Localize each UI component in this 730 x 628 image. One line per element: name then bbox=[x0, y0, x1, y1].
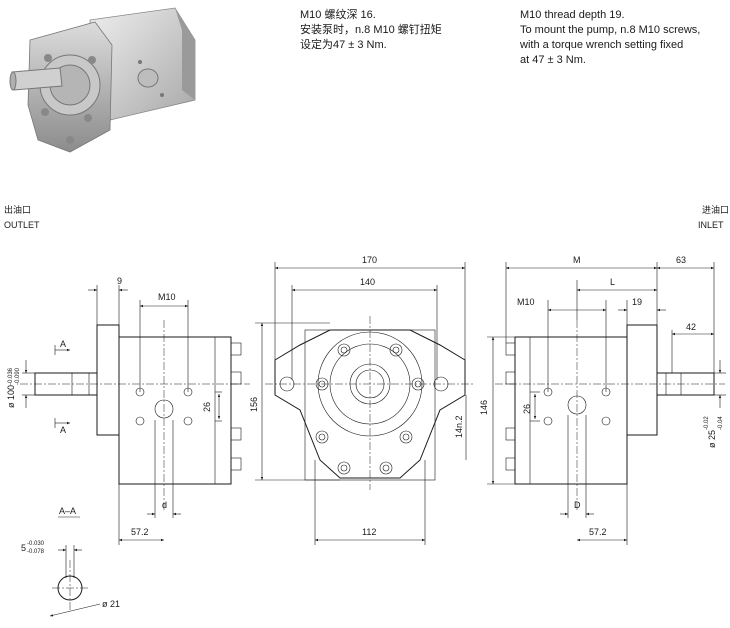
dim-right-shaft-tol-upper: -0.02 bbox=[704, 416, 710, 430]
note-chinese: M10 螺纹深 16. 安装泵时，n.8 M10 螺钉扭矩 设定为47 ± 3 … bbox=[300, 8, 442, 53]
dim-right-26: 26 bbox=[522, 404, 532, 414]
dim-right-63: 63 bbox=[676, 255, 686, 265]
dim-right-146: 146 bbox=[479, 400, 489, 415]
outlet-label-cn: 出油口 bbox=[4, 205, 32, 215]
pump-render-image bbox=[9, 7, 196, 153]
front-view: 170 140 156 14n.2 112 bbox=[249, 255, 475, 545]
dim-key-tol-lower: -0.078 bbox=[27, 549, 45, 555]
left-body bbox=[118, 336, 232, 485]
dim-key-tol-upper: -0.030 bbox=[27, 541, 45, 547]
note-en-line-2: To mount the pump, n.8 M10 screws, bbox=[520, 24, 701, 36]
dim-right-shaft-tol-lower: -0.04 bbox=[718, 416, 724, 430]
dim-front-140: 140 bbox=[360, 277, 375, 287]
dim-front-112: 112 bbox=[362, 527, 376, 537]
note-cn-line-1: M10 螺纹深 16. bbox=[300, 9, 376, 21]
dim-key-dia: ø 21 bbox=[102, 599, 120, 609]
right-view: M 63 L M10 19 42 146 26 ø 25 -0.02 -0.04… bbox=[479, 255, 726, 545]
section-aa-label: A–A bbox=[59, 506, 76, 516]
left-view: 9 M10 26 ø 100 -0.036 -0.090 A A d 57.2 bbox=[6, 276, 250, 545]
dim-front-156: 156 bbox=[249, 397, 259, 412]
dim-right-d: D bbox=[574, 500, 581, 510]
dim-right-m10: M10 bbox=[517, 297, 535, 307]
note-english: M10 thread depth 19. To mount the pump, … bbox=[520, 8, 700, 68]
section-a-bottom: A bbox=[60, 425, 66, 435]
left-port-circle bbox=[154, 399, 174, 419]
dim-left-26: 26 bbox=[202, 402, 212, 412]
inlet-label-cn: 进油口 bbox=[702, 205, 730, 215]
dim-key-width: 5 bbox=[21, 543, 26, 553]
section-a-top: A bbox=[60, 339, 66, 349]
inlet-label-en: INLET bbox=[698, 220, 724, 230]
outlet-label-en: OUTLET bbox=[4, 220, 40, 230]
dim-right-m: M bbox=[573, 255, 581, 265]
right-body bbox=[514, 336, 628, 485]
dim-front-170: 170 bbox=[362, 255, 377, 265]
note-en-line-3: with a torque wrench setting fixed bbox=[520, 39, 684, 51]
dim-left-shaft-dia: ø 100 bbox=[6, 385, 16, 408]
dim-left-m10: M10 bbox=[158, 292, 176, 302]
left-flange bbox=[96, 324, 120, 436]
section-aa-view: A–A 5 -0.030 -0.078 ø 21 bbox=[21, 506, 120, 617]
dim-right-57-2: 57.2 bbox=[589, 527, 607, 537]
dim-left-shaft-tol-lower: -0.090 bbox=[15, 367, 21, 385]
dim-left-9: 9 bbox=[117, 276, 122, 286]
dim-left-57-2: 57.2 bbox=[131, 527, 149, 537]
dim-right-42: 42 bbox=[686, 322, 696, 332]
dim-front-14n2: 14n.2 bbox=[454, 415, 464, 438]
dim-right-19: 19 bbox=[632, 297, 642, 307]
dim-left-d: d bbox=[162, 500, 167, 510]
right-flange bbox=[626, 324, 658, 436]
right-port-circle bbox=[567, 395, 587, 415]
dim-right-l: L bbox=[610, 277, 615, 287]
note-en-line-4: at 47 ± 3 Nm. bbox=[520, 54, 586, 66]
dim-right-shaft-dia: ø 25 bbox=[707, 430, 717, 448]
note-cn-line-2: 安装泵时，n.8 M10 螺钉扭矩 bbox=[300, 24, 442, 36]
note-cn-line-3: 设定为47 ± 3 Nm. bbox=[300, 39, 387, 51]
dim-left-shaft-tol-upper: -0.036 bbox=[8, 367, 14, 385]
note-en-line-1: M10 thread depth 19. bbox=[520, 9, 625, 21]
